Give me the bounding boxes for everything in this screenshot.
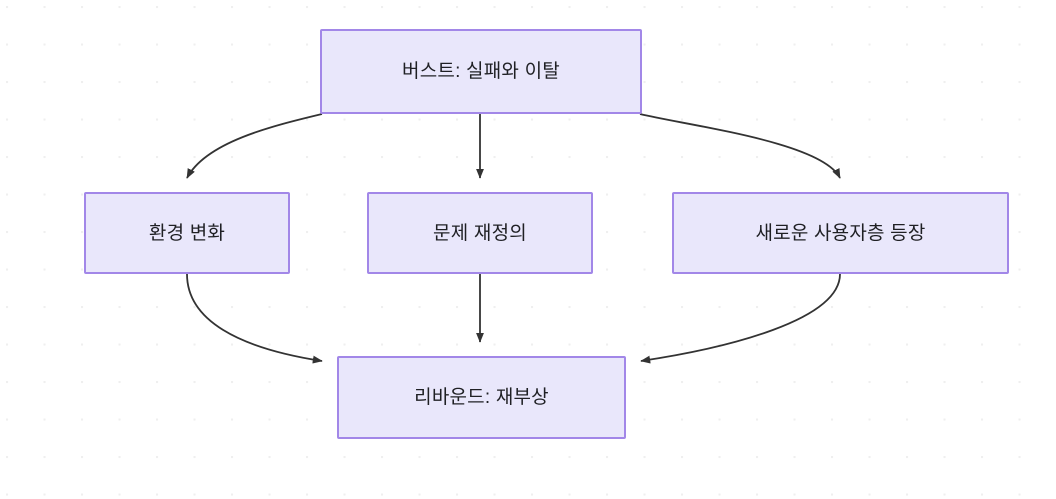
node-rebound-label: 리바운드: 재부상 bbox=[414, 387, 549, 408]
edge-burst-to-env bbox=[186, 113, 323, 179]
edge-burst-to-newusers bbox=[639, 113, 841, 179]
node-new-user-segment-label: 새로운 사용자층 등장 bbox=[755, 222, 926, 244]
node-environment-change[interactable]: 환경 변화 bbox=[84, 192, 290, 274]
node-burst-label: 버스트: 실패와 이탈 bbox=[402, 61, 560, 82]
node-new-user-segment[interactable]: 새로운 사용자층 등장 bbox=[672, 192, 1009, 274]
node-problem-redefinition[interactable]: 문제 재정의 bbox=[367, 192, 593, 274]
edge-env-to-rebound bbox=[186, 273, 323, 364]
edge-newusers-to-rebound bbox=[640, 273, 841, 364]
node-rebound[interactable]: 리바운드: 재부상 bbox=[337, 356, 626, 439]
node-environment-change-label: 환경 변화 bbox=[148, 222, 226, 244]
node-burst[interactable]: 버스트: 실패와 이탈 bbox=[320, 29, 642, 114]
node-problem-redefinition-label: 문제 재정의 bbox=[433, 222, 527, 244]
